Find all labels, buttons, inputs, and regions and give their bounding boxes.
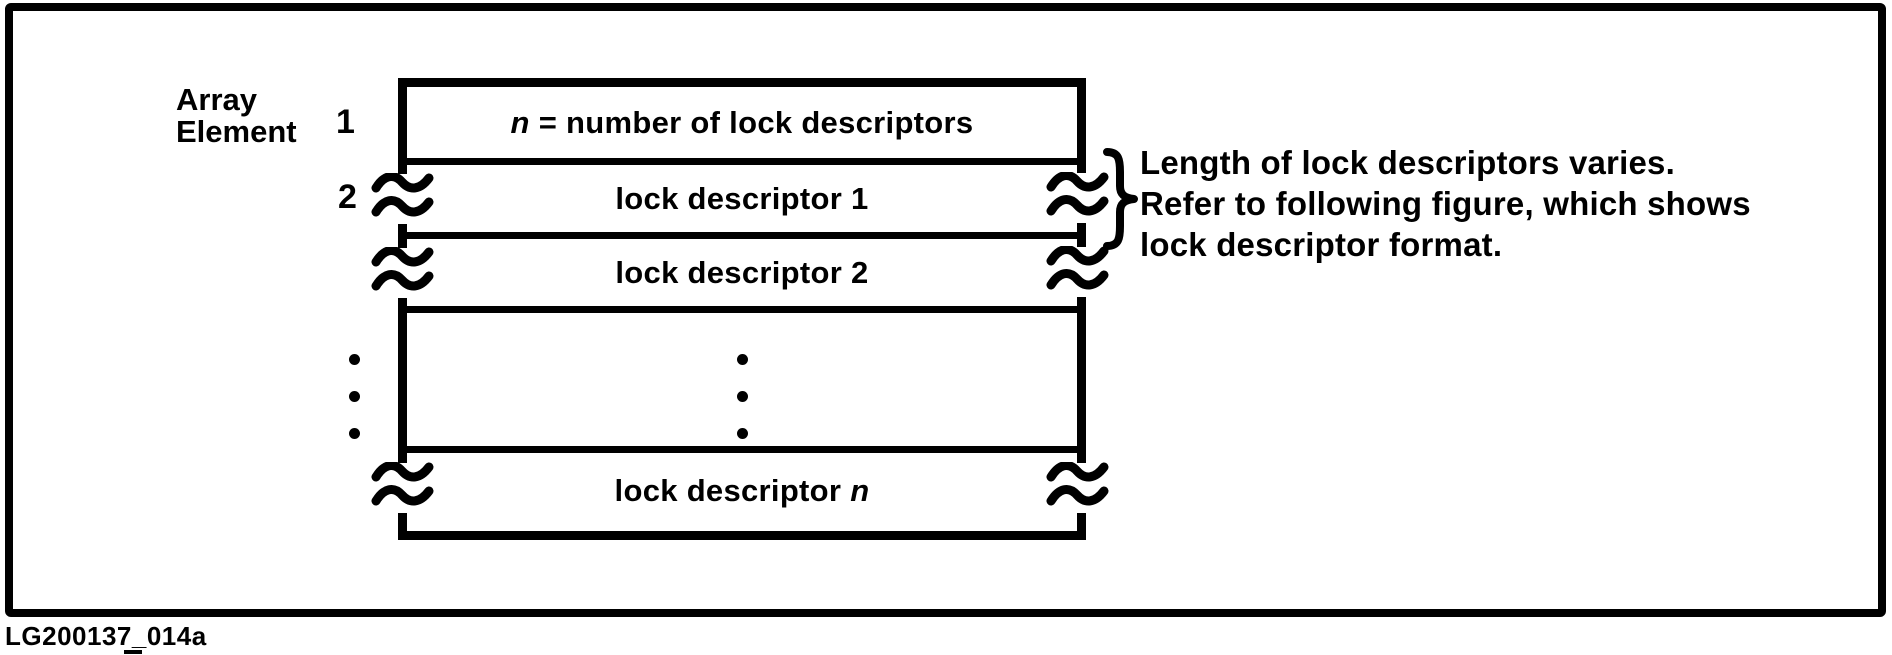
break-mark-icon <box>1046 462 1109 513</box>
break-mark-icon <box>371 247 434 298</box>
table-row-count: n = number of lock descriptors <box>407 88 1077 158</box>
break-mark-icon <box>1046 172 1109 223</box>
break-mark-icon <box>371 462 434 513</box>
table-row-lock-descriptor-n: lock descriptor n <box>407 453 1077 528</box>
dot <box>349 428 360 439</box>
break-mark-icon <box>1046 246 1109 297</box>
row-separator <box>407 232 1077 239</box>
array-element-label-line1: Array <box>176 82 257 117</box>
annotation-line: Length of lock descriptors varies. <box>1140 144 1675 181</box>
curly-brace-icon <box>1103 148 1138 250</box>
element-number-2: 2 <box>338 178 357 216</box>
dot <box>349 354 360 365</box>
row-n-prefix: lock descriptor <box>614 473 851 508</box>
row-separator <box>407 446 1077 453</box>
dot <box>737 354 748 365</box>
array-element-label-line2: Element <box>176 114 297 149</box>
figure-caption: LG200137_014a <box>5 621 207 651</box>
array-element-label: Array Element <box>176 84 297 148</box>
annotation-text: Length of lock descriptors varies. Refer… <box>1140 142 1751 265</box>
annotation-line: lock descriptor format. <box>1140 226 1503 263</box>
row-count-var: n <box>510 105 530 140</box>
annotation-line: Refer to following figure, which shows <box>1140 185 1751 222</box>
row-separator <box>407 158 1077 165</box>
table-row-lock-descriptor-1: lock descriptor 1 <box>615 181 869 216</box>
dot <box>349 391 360 402</box>
break-mark-icon <box>371 173 434 224</box>
row-count-text: = number of lock descriptors <box>529 105 974 140</box>
dot <box>737 428 748 439</box>
scan-artifact <box>124 650 142 654</box>
element-number-1: 1 <box>336 103 355 141</box>
dot <box>737 391 748 402</box>
row-n-var: n <box>850 473 870 508</box>
row-separator <box>407 306 1077 313</box>
table-row-lock-descriptor-2: lock descriptor 2 <box>615 255 869 290</box>
